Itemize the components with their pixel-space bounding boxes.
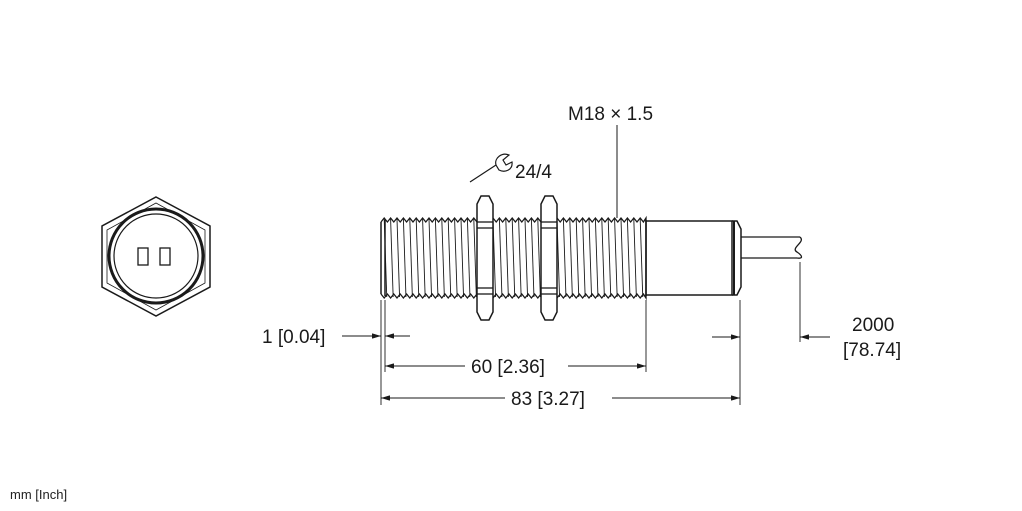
dim-cable-mm-label: 2000: [852, 315, 894, 336]
cable: [741, 236, 803, 259]
sensor-side-view: [380, 195, 803, 321]
wrench-size-label: 24/4: [515, 162, 552, 183]
wrench-icon: [469, 153, 513, 183]
hex-nut-2: [540, 195, 558, 321]
dim-cable-in-label: [78.74]: [843, 340, 901, 361]
thread-section: [380, 215, 647, 301]
led-window-right: [159, 247, 171, 266]
sensor-housing: [645, 220, 733, 296]
dim-thread-length-label: 60 [2.36]: [471, 357, 545, 378]
units-note: mm [Inch]: [10, 487, 68, 502]
led-window-left: [137, 247, 149, 266]
dim-total-length-label: 83 [3.27]: [511, 389, 585, 410]
hex-nut-1: [476, 195, 494, 321]
dim-tip-label: 1 [0.04]: [262, 327, 325, 348]
sensor-end-view: [101, 196, 211, 317]
thread-spec-label: M18 × 1.5: [568, 104, 653, 125]
